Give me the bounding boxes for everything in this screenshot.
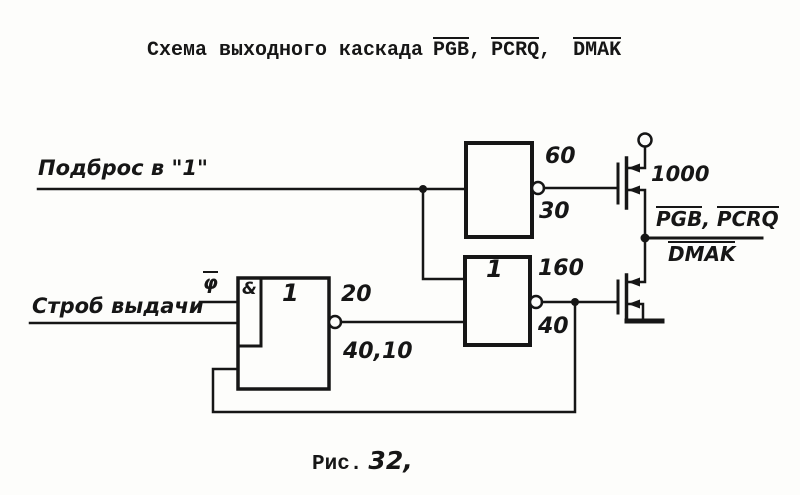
figure-caption: Рис.32, (312, 446, 413, 476)
upper-block-pin-60: 60 (545, 144, 576, 169)
drain-lead (626, 236, 647, 284)
caption-number: 32, (368, 446, 413, 475)
gate-and-symbol: & (242, 279, 257, 299)
lower-block-pin-160: 160 (538, 256, 584, 281)
output-label-dmak: DMAK (668, 241, 736, 266)
output-label-pgb-pcrq: PGB, PCRQ (656, 206, 779, 231)
arrow-icon (628, 277, 640, 287)
transistor-top (616, 132, 653, 240)
arrow-icon (628, 185, 640, 195)
gate-function-label: 1 (282, 279, 299, 307)
title-signal-pcrq: PCRQ, (491, 37, 552, 62)
transistor-value: 1000 (651, 162, 710, 186)
wire-top-input (36, 185, 468, 281)
input-label-set-to-one: Подброс в "1" (38, 156, 208, 180)
upper-block-pin-30: 30 (539, 199, 570, 224)
title-prefix: Схема выходного каскада (147, 39, 424, 62)
inversion-bubble (327, 314, 343, 330)
title-signal-dmak: DMAK (573, 37, 622, 62)
transistor-bottom (616, 236, 665, 324)
caption-prefix: Рис. (312, 453, 363, 476)
inversion-bubble (530, 180, 546, 196)
power-terminal-icon (637, 132, 653, 148)
and-or-gate (28, 276, 467, 391)
diagram-title: Схема выходного каскада PGB, PCRQ, DMAK (147, 37, 622, 62)
title-signal-pgb: PGB, (433, 37, 482, 62)
lower-block-function-label: 1 (486, 255, 503, 283)
gate-pin-40-10: 40,10 (343, 339, 413, 364)
phi-input-label: φ (203, 271, 218, 294)
lower-block-pin-40: 40 (538, 314, 569, 339)
inversion-bubble (528, 294, 544, 310)
input-label-strobe: Строб выдачи (32, 294, 204, 318)
feedback-wire (211, 300, 577, 414)
arrow-icon (628, 299, 640, 309)
source-lead (626, 188, 647, 240)
upper-block (464, 141, 619, 239)
arrow-icon (628, 163, 640, 173)
gate-pin-20: 20 (341, 282, 372, 307)
